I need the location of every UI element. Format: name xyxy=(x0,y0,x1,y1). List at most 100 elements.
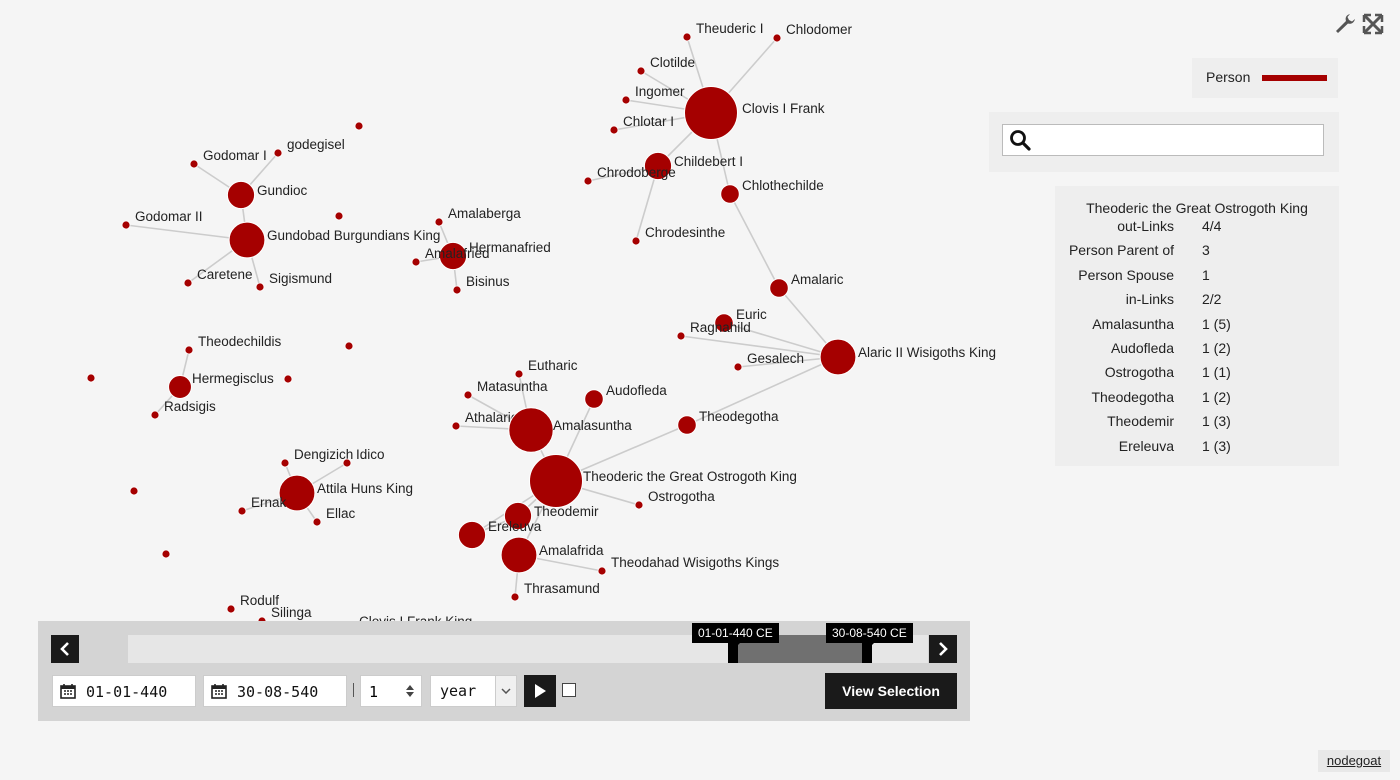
graph-node-circle[interactable] xyxy=(682,32,692,42)
graph-node[interactable]: Theuderic I xyxy=(682,21,764,42)
graph-node[interactable]: Dengizich xyxy=(280,447,353,468)
graph-node-circle[interactable] xyxy=(438,241,468,271)
graph-node[interactable] xyxy=(354,121,364,131)
graph-node[interactable]: Attila Huns King xyxy=(278,474,413,512)
graph-node-circle[interactable] xyxy=(273,148,283,158)
graph-node-circle[interactable] xyxy=(344,341,354,351)
start-date-box[interactable] xyxy=(52,675,196,707)
graph-node-circle[interactable] xyxy=(342,458,352,468)
graph-node-circle[interactable] xyxy=(621,95,631,105)
graph-node[interactable]: Caretene xyxy=(183,267,253,288)
graph-node-circle[interactable] xyxy=(463,390,473,400)
graph-node-circle[interactable] xyxy=(677,415,697,435)
loop-checkbox[interactable] xyxy=(562,683,576,697)
timeline-range[interactable]: 01-01-440 CE 30-08-540 CE xyxy=(692,623,913,663)
graph-node-circle[interactable] xyxy=(733,362,743,372)
graph-node[interactable]: Ereleuva xyxy=(457,519,542,550)
graph-node-circle[interactable] xyxy=(255,282,265,292)
graph-node[interactable]: Clotilde xyxy=(636,55,695,76)
graph-node[interactable]: Ellac xyxy=(312,506,356,527)
graph-node-circle[interactable] xyxy=(714,313,734,333)
graph-node[interactable]: Theodemir xyxy=(503,501,599,531)
graph-node[interactable]: Amalafried xyxy=(411,246,490,267)
graph-node[interactable]: Clovis I Frank xyxy=(684,86,825,140)
graph-node-circle[interactable] xyxy=(434,217,444,227)
graph-node[interactable]: Eutharic xyxy=(514,358,578,379)
timeline-prev-button[interactable] xyxy=(51,635,79,663)
step-input[interactable] xyxy=(367,680,407,704)
graph-node[interactable]: Childebert I xyxy=(643,151,743,181)
graph-node[interactable]: Ernak xyxy=(237,495,287,516)
graph-node[interactable]: Thrasamund xyxy=(510,581,600,602)
wrench-icon[interactable] xyxy=(1332,12,1358,38)
graph-node[interactable]: Sigismund xyxy=(255,271,332,292)
graph-node-circle[interactable] xyxy=(150,410,160,420)
graph-node-circle[interactable] xyxy=(237,506,247,516)
graph-node[interactable]: Ingomer xyxy=(621,84,685,105)
spinner-arrows-icon[interactable] xyxy=(405,684,415,698)
graph-node-circle[interactable] xyxy=(168,375,192,399)
nodegoat-link[interactable]: nodegoat xyxy=(1318,750,1390,772)
graph-node[interactable]: Bisinus xyxy=(452,274,510,295)
graph-node-circle[interactable] xyxy=(312,517,322,527)
graph-node[interactable]: Alaric II Wisigoths King xyxy=(819,338,996,376)
step-stepper[interactable] xyxy=(360,675,422,707)
graph-node[interactable]: Theodegotha xyxy=(677,409,779,435)
search-input[interactable] xyxy=(1037,128,1321,154)
graph-node-circle[interactable] xyxy=(226,604,236,614)
graph-node[interactable] xyxy=(283,374,293,384)
graph-node-circle[interactable] xyxy=(226,180,256,210)
graph-node-circle[interactable] xyxy=(503,501,533,531)
graph-node-circle[interactable] xyxy=(189,159,199,169)
graph-node-circle[interactable] xyxy=(508,407,554,453)
graph-node-circle[interactable] xyxy=(676,331,686,341)
graph-node-circle[interactable] xyxy=(278,474,316,512)
graph-node-circle[interactable] xyxy=(451,421,461,431)
graph-node[interactable]: Godomar I xyxy=(189,148,267,169)
graph-node-circle[interactable] xyxy=(609,125,619,135)
graph-node-circle[interactable] xyxy=(634,500,644,510)
graph-node[interactable] xyxy=(161,549,171,559)
graph-node[interactable]: Amalaric xyxy=(769,272,844,298)
graph-node-circle[interactable] xyxy=(772,33,782,43)
graph-node[interactable]: Godomar II xyxy=(121,209,203,230)
graph-node[interactable]: Gundioc xyxy=(226,180,308,210)
graph-node-circle[interactable] xyxy=(631,236,641,246)
graph-node[interactable]: Athalaric xyxy=(451,410,518,431)
graph-node[interactable]: Chlothechilde xyxy=(720,178,824,204)
graph-node-circle[interactable] xyxy=(354,121,364,131)
end-date-input[interactable] xyxy=(235,680,347,704)
graph-node-circle[interactable] xyxy=(184,345,194,355)
graph-node-circle[interactable] xyxy=(584,389,604,409)
graph-node[interactable]: Chrodoberge xyxy=(583,165,676,186)
graph-node-circle[interactable] xyxy=(129,486,139,496)
graph-node[interactable] xyxy=(86,373,96,383)
graph-node[interactable]: Rodulf xyxy=(226,593,279,614)
graph-node[interactable]: Amalafrida xyxy=(500,536,604,574)
graph-node[interactable]: Ragnahild xyxy=(676,320,751,341)
graph-node[interactable]: Amalasuntha xyxy=(508,407,632,453)
graph-node[interactable]: Hermanafried xyxy=(438,240,551,271)
graph-node[interactable] xyxy=(129,486,139,496)
graph-node[interactable]: Idico xyxy=(342,447,385,468)
graph-node[interactable]: Audofleda xyxy=(584,383,668,409)
graph-node-circle[interactable] xyxy=(411,257,421,267)
graph-node[interactable]: Gundobad Burgundians King xyxy=(228,221,440,259)
graph-node[interactable]: Radsigis xyxy=(150,399,216,420)
unit-dropdown-toggle[interactable] xyxy=(495,676,516,706)
graph-node-circle[interactable] xyxy=(161,549,171,559)
end-date-box[interactable] xyxy=(203,675,347,707)
graph-node[interactable]: Matasuntha xyxy=(463,379,548,400)
search-box[interactable] xyxy=(1002,124,1324,156)
graph-node-circle[interactable] xyxy=(457,520,487,550)
graph-node-circle[interactable] xyxy=(86,373,96,383)
graph-node-circle[interactable] xyxy=(280,458,290,468)
graph-node[interactable]: Ostrogotha xyxy=(634,489,715,510)
graph-node-circle[interactable] xyxy=(283,374,293,384)
graph-node-circle[interactable] xyxy=(452,285,462,295)
fullscreen-icon[interactable] xyxy=(1360,12,1386,38)
graph-node-circle[interactable] xyxy=(684,86,738,140)
graph-node[interactable]: Theodechildis xyxy=(184,334,282,355)
graph-node-circle[interactable] xyxy=(720,184,740,204)
